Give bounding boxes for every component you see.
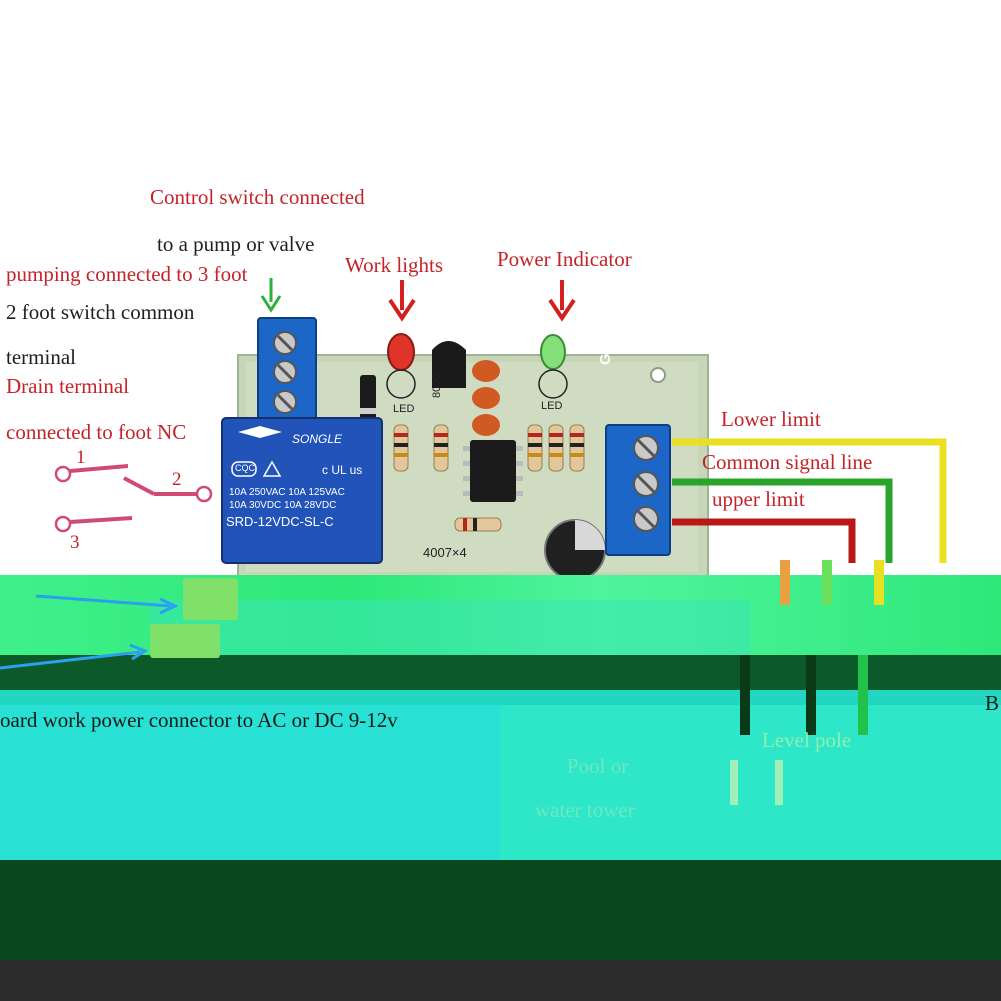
label-power-indicator: Power Indicator <box>497 247 632 271</box>
cyan-arrow-icon <box>0 643 149 670</box>
label-nc: connected to foot NC <box>6 420 187 444</box>
distortion-band-dark <box>0 860 1001 960</box>
yellow-wire <box>672 438 947 563</box>
label-pump-valve: to a pump or valve <box>157 232 315 256</box>
terminal-fragment <box>183 578 238 620</box>
label-water-tower: water tower <box>535 798 635 822</box>
ceramic-capacitor <box>472 360 500 382</box>
switch-pin-1: 1 <box>76 447 86 468</box>
resistor <box>433 424 449 472</box>
red-arrow-icon <box>388 280 416 322</box>
ceramic-capacitor <box>472 387 500 409</box>
label-upper-limit: upper limit <box>712 487 805 511</box>
green-led <box>540 334 566 370</box>
wire-fragment <box>874 560 884 605</box>
distortion-band-bottom <box>0 960 1001 1001</box>
label-right-edge: B <box>985 691 1000 715</box>
transistor <box>432 341 466 388</box>
ceramic-capacitor <box>472 414 500 436</box>
green-wire <box>672 478 893 563</box>
label-level-pole: Level pole <box>762 728 852 752</box>
wire-fragment <box>775 760 783 805</box>
label-power-connector: oard work power connector to AC or DC 9-… <box>0 708 398 732</box>
switch-schematic <box>54 464 213 533</box>
label-pool: Pool or <box>567 754 629 778</box>
wire-fragment <box>858 655 868 735</box>
relay-rating-2: 10A 30VDC 10A 28VDC <box>229 500 337 511</box>
label-control-switch: Control switch connected <box>150 185 365 209</box>
wire-fragment <box>740 655 750 735</box>
diode-marking: 4007×4 <box>423 545 467 560</box>
resistor <box>527 424 543 472</box>
relay-cqc: CQC <box>235 463 255 473</box>
label-switch-common: 2 foot switch common <box>6 300 195 324</box>
label-common-signal: Common signal line <box>702 450 873 474</box>
red-arrow-icon <box>548 280 576 322</box>
resistor <box>569 424 585 472</box>
led-right-label: LED <box>541 400 563 412</box>
wire-fragment <box>822 560 832 605</box>
relay-brand: SONGLE <box>292 432 343 446</box>
mount-hole <box>650 367 666 383</box>
led-left-label: LED <box>393 403 415 415</box>
resistor <box>393 424 409 472</box>
ic-chip <box>463 440 523 502</box>
terminal-fragment <box>150 624 220 658</box>
relay-ul: c UL us <box>322 463 363 477</box>
board-model: GZF-12 <box>597 313 614 365</box>
green-arrow-icon <box>260 278 282 313</box>
relay <box>221 417 383 564</box>
distortion-patch-cyan <box>0 690 1001 708</box>
relay-model: SRD-12VDC-SL-C <box>226 514 334 529</box>
switch-pin-3: 3 <box>70 532 80 553</box>
label-pumping: pumping connected to 3 foot <box>6 262 248 286</box>
red-wire <box>672 518 856 563</box>
relay-rating-1: 10A 250VAC 10A 125VAC <box>229 487 345 498</box>
switch-pin-2: 2 <box>172 469 182 490</box>
label-lower-limit: Lower limit <box>721 407 821 431</box>
resistor <box>454 517 502 532</box>
wire-fragment <box>780 560 790 605</box>
label-drain-terminal: Drain terminal <box>6 374 130 398</box>
distortion-patch <box>500 705 1001 860</box>
resistor <box>548 424 564 472</box>
cyan-arrow-icon <box>35 594 179 615</box>
distortion-patch-cyan <box>150 600 750 655</box>
label-work-lights: Work lights <box>345 253 444 277</box>
wire-fragment <box>730 760 738 805</box>
transistor-label: 8050 <box>431 373 443 398</box>
wire-fragment <box>806 655 816 735</box>
label-terminal: terminal <box>6 345 76 369</box>
